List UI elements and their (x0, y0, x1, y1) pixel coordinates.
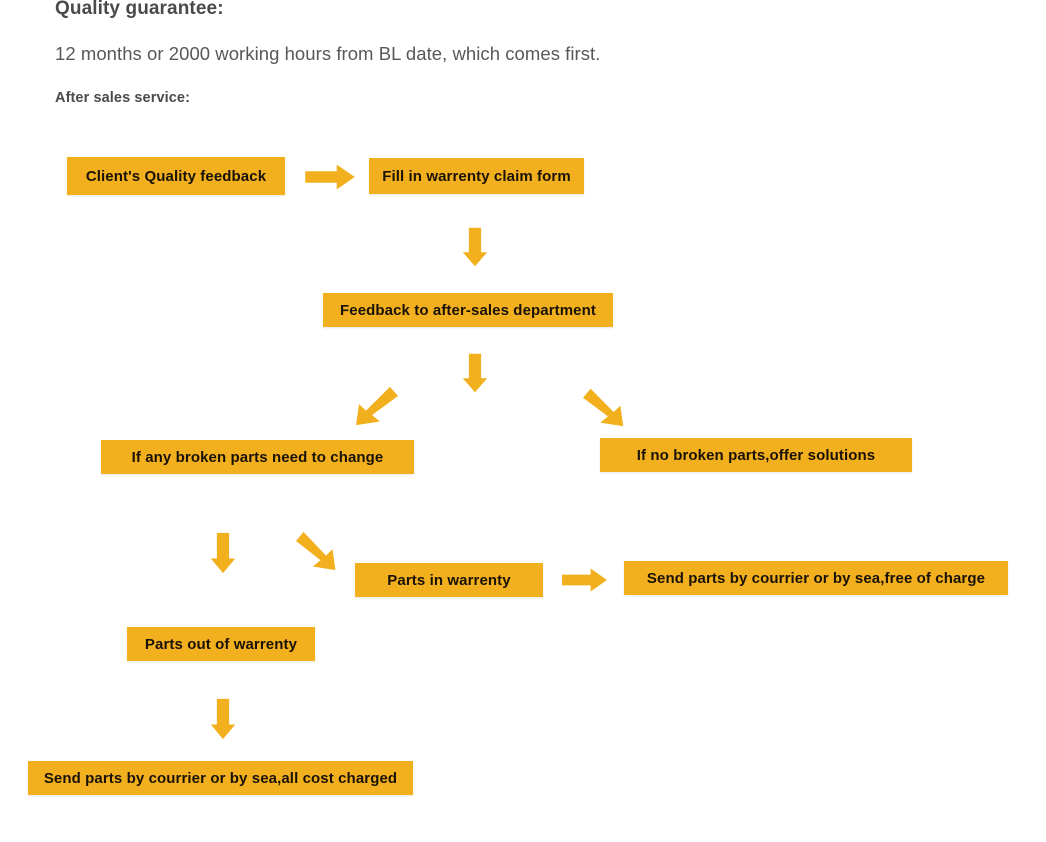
flow-node-label: Send parts by courrier or by sea,free of… (646, 569, 986, 587)
flow-node-label: Send parts by courrier or by sea,all cos… (43, 769, 398, 787)
flow-arrow-down-icon (462, 352, 488, 394)
flow-arrow-down-icon (462, 226, 488, 268)
flow-node-label: Parts out of warrenty (144, 635, 298, 653)
flow-node: Feedback to after-sales department (323, 293, 613, 327)
flow-arrow-down-right-icon (296, 530, 341, 572)
flow-node: Client's Quality feedback (67, 157, 285, 195)
quality-guarantee-text: 12 months or 2000 working hours from BL … (55, 43, 601, 64)
flow-node-label: If no broken parts,offer solutions (636, 446, 876, 464)
after-sales-service-heading: After sales service: (55, 90, 190, 106)
flow-node: If no broken parts,offer solutions (600, 438, 912, 472)
flow-arrow-right-icon (303, 163, 357, 191)
flow-node: Fill in warrenty claim form (369, 158, 584, 194)
flow-arrow-down-left-icon (350, 385, 398, 427)
flow-node: Parts in warrenty (355, 563, 543, 597)
flow-node-label: If any broken parts need to change (131, 448, 384, 466)
flow-node: Send parts by courrier or by sea,all cos… (28, 761, 413, 795)
flow-node: If any broken parts need to change (101, 440, 414, 474)
flow-node: Parts out of warrenty (127, 627, 315, 661)
quality-guarantee-heading: Quality guarantee: (55, 0, 224, 19)
flow-node-label: Parts in warrenty (387, 571, 511, 589)
flow-node-label: Client's Quality feedback (85, 167, 267, 185)
flow-arrow-down-icon (210, 697, 236, 741)
flow-arrow-right-icon (560, 567, 609, 593)
flow-node-label: Fill in warrenty claim form (382, 167, 571, 185)
flow-arrow-down-icon (210, 531, 236, 575)
flow-node: Send parts by courrier or by sea,free of… (624, 561, 1008, 595)
flow-arrow-down-right-icon (583, 387, 629, 428)
flow-node-label: Feedback to after-sales department (340, 301, 596, 319)
